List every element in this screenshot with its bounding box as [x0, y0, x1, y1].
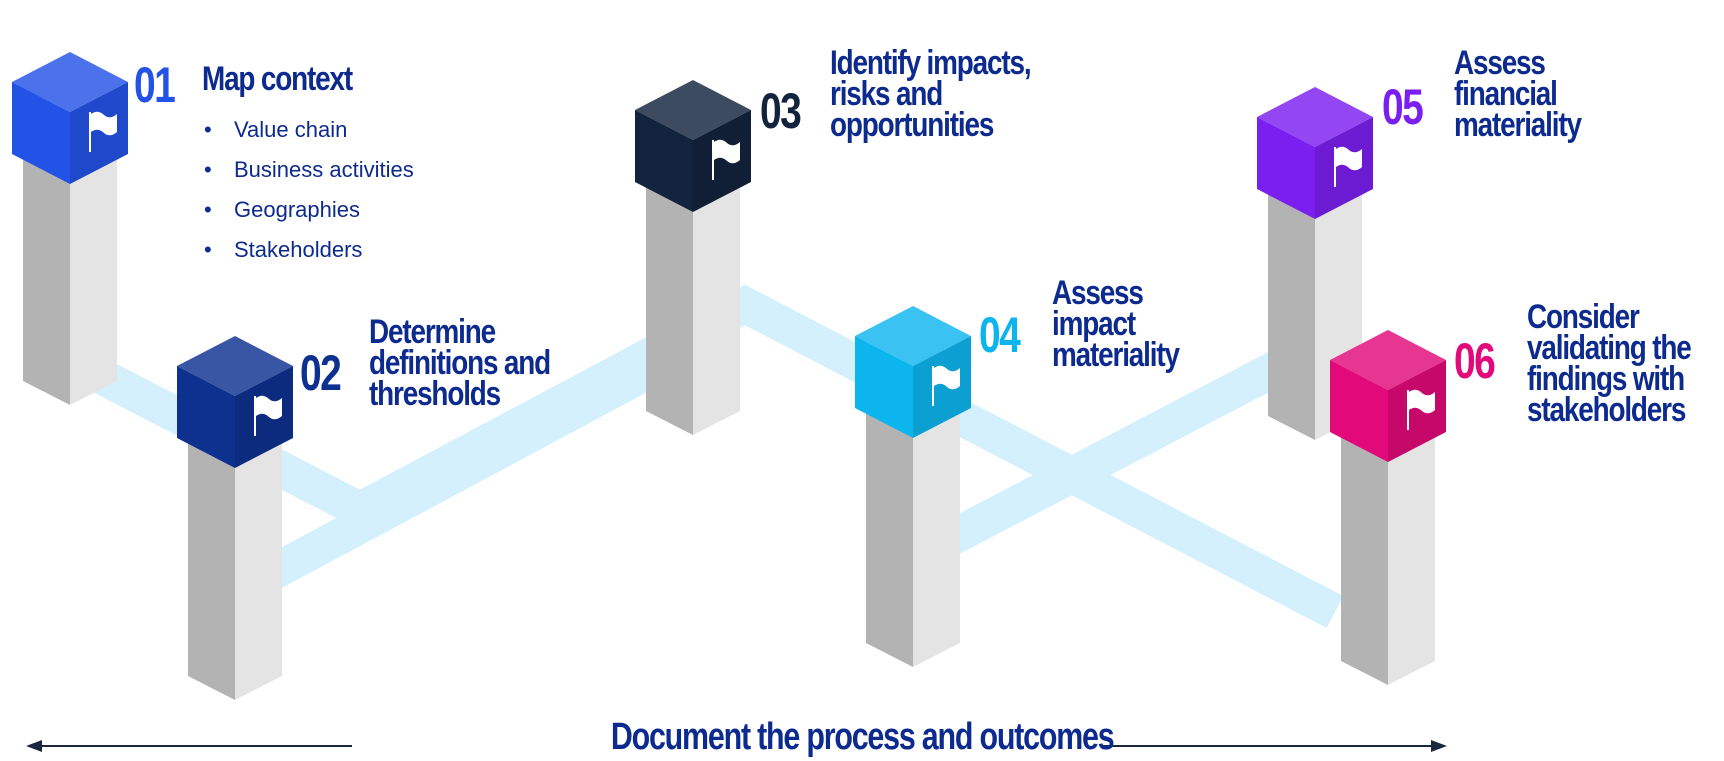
step-cube-03 — [635, 80, 751, 212]
cube-left-face — [1330, 360, 1388, 462]
pillar — [23, 130, 117, 405]
step-number-02: 02 — [300, 345, 342, 401]
step-title-line: financial — [1454, 75, 1558, 113]
flag-cloth — [934, 365, 960, 390]
pillars — [23, 130, 1435, 700]
step-title-line: Determine — [369, 313, 496, 351]
arrow-left-head — [26, 740, 42, 752]
footer-arrows — [26, 740, 1447, 752]
step-title-04: Assess impact materiality — [1052, 274, 1180, 374]
step-cube-05 — [1257, 87, 1373, 219]
step-cube-04 — [855, 306, 971, 438]
bullet-item: Stakeholders — [204, 230, 414, 270]
flag-icon — [1334, 146, 1362, 187]
step-number-03: 03 — [760, 83, 802, 139]
flag-cloth — [256, 395, 282, 420]
cube-left-face — [1257, 117, 1315, 219]
step-cube-01 — [12, 52, 128, 184]
cubes — [12, 52, 1446, 468]
pillar-left-face — [1341, 402, 1388, 685]
step-title-line: definitions and — [369, 344, 551, 382]
step-title-line: Assess — [1052, 274, 1144, 312]
step-title-06: Consider validating the findings with st… — [1527, 298, 1692, 429]
pillar-right-face — [693, 160, 740, 435]
footer: Document the process and outcomes — [0, 718, 1724, 756]
cube-right-face — [235, 366, 293, 468]
cube-right-face — [913, 336, 971, 438]
pillar — [866, 385, 960, 667]
cube-right-face — [1388, 360, 1446, 462]
footer-label: Document the process and outcomes — [610, 716, 1115, 758]
step-title-line: materiality — [1454, 106, 1582, 144]
pillar — [1341, 402, 1435, 685]
step-title-line: Identify impacts, — [830, 44, 1032, 82]
flag-cloth — [1336, 146, 1362, 171]
arrow-right-head — [1431, 740, 1447, 752]
step-number-01: 01 — [134, 57, 176, 113]
connector-path — [881, 324, 1339, 586]
step-title-line: Assess — [1454, 44, 1546, 82]
step-title-03: Identify impacts, risks and opportunitie… — [830, 44, 1032, 144]
flag-cloth — [1409, 389, 1435, 414]
step-title-line: thresholds — [369, 375, 501, 413]
cube-left-face — [12, 82, 70, 184]
cube-left-face — [635, 110, 693, 212]
bullet-item: Business activities — [204, 150, 414, 190]
step-title-01: Map context — [202, 60, 353, 98]
bullet-item: Geographies — [204, 190, 414, 230]
flag-cloth — [714, 139, 740, 164]
step-title-line: impact — [1052, 305, 1136, 343]
step-title-line: findings with — [1527, 360, 1685, 398]
pillar-left-face — [646, 160, 693, 435]
step-title-line: Map context — [202, 60, 353, 98]
pillar-right-face — [1388, 402, 1435, 685]
flag-cloth — [91, 111, 117, 136]
step-01-bullet-list: Value chain Business activities Geograph… — [204, 110, 414, 270]
flag-icon — [89, 111, 117, 152]
pillar-left-face — [866, 385, 913, 667]
step-title-05: Assess financial materiality — [1454, 44, 1582, 144]
bullet-item: Value chain — [204, 110, 414, 150]
cube-right-face — [70, 82, 128, 184]
flag-icon — [1407, 389, 1435, 430]
cube-left-face — [177, 366, 235, 468]
cube-right-face — [1315, 117, 1373, 219]
pillar-left-face — [1268, 165, 1315, 440]
pillar-left-face — [23, 130, 70, 405]
step-title-line: materiality — [1052, 336, 1180, 374]
step-title-line: stakeholders — [1527, 391, 1686, 429]
step-number-05: 05 — [1382, 79, 1424, 135]
pillar — [188, 405, 282, 700]
cube-left-face — [855, 336, 913, 438]
cube-right-face — [693, 110, 751, 212]
step-title-line: risks and — [830, 75, 943, 113]
step-number-04: 04 — [979, 307, 1021, 363]
step-title-line: validating the — [1527, 329, 1692, 367]
step-title-line: opportunities — [830, 106, 994, 144]
step-cube-06 — [1330, 330, 1446, 462]
step-cube-02 — [177, 336, 293, 468]
step-title-02: Determine definitions and thresholds — [369, 313, 551, 413]
flag-icon — [932, 365, 960, 406]
pillar — [646, 160, 740, 435]
pillar-right-face — [70, 130, 117, 405]
flag-icon — [254, 395, 282, 436]
step-title-line: Consider — [1527, 298, 1640, 336]
step-number-06: 06 — [1454, 333, 1496, 389]
flag-icon — [712, 139, 740, 180]
pillar-left-face — [188, 405, 235, 700]
pillar-right-face — [235, 405, 282, 700]
connector-path — [231, 314, 734, 606]
pillar-right-face — [913, 385, 960, 667]
